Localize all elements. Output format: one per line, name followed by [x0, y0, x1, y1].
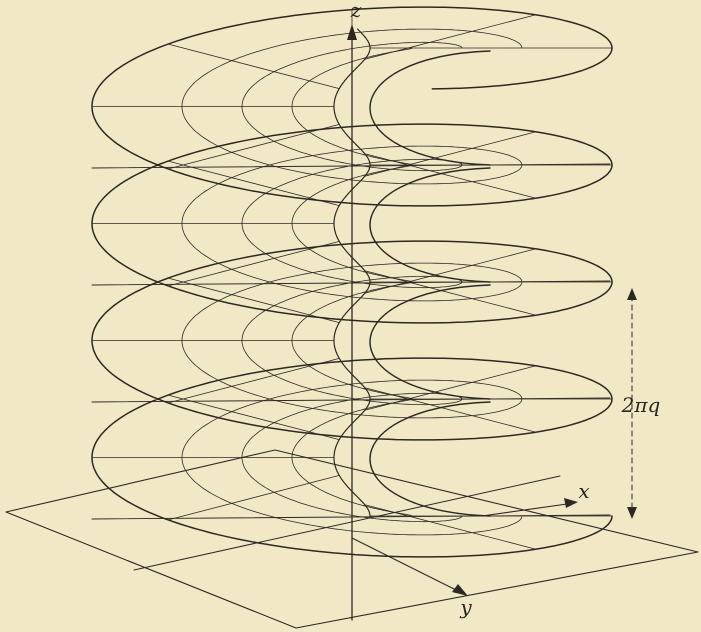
level-diameter-line: [91, 163, 611, 169]
x-axis-arrowhead: [564, 498, 578, 508]
pitch-arrow-up: [627, 288, 637, 300]
surface-ruling-line: [167, 124, 340, 170]
base-plane-edge: [133, 475, 561, 571]
level-diameter-line: [91, 280, 611, 286]
surface-coordinate-helix: [291, 47, 413, 517]
period-label: 2πq: [621, 393, 661, 417]
surface-profile-curve: [369, 50, 491, 166]
z-axis-label: z: [350, 0, 362, 22]
surface-ruling-line: [167, 277, 340, 324]
surface-ruling-line: [167, 160, 340, 207]
pitch-arrow-down: [627, 507, 637, 519]
y-axis-line: [351, 537, 465, 595]
surface-ruling-line: [167, 43, 340, 89]
y-axis-label: y: [459, 595, 472, 619]
surface-profile-curve: [369, 401, 491, 517]
surface-profile-curve: [369, 284, 491, 400]
surface-ruling-line: [167, 240, 340, 287]
y-axis-arrowhead: [452, 584, 468, 596]
level-diameter-line: [91, 514, 611, 520]
surface-ruling-line: [167, 474, 340, 521]
x-axis-line: [481, 502, 575, 517]
x-axis-label: x: [578, 479, 589, 503]
level-diameter-line: [91, 397, 611, 403]
surface-profile-curve: [369, 167, 491, 283]
surface-ruling-line: [167, 357, 340, 404]
surface-ruling-line: [167, 394, 340, 441]
